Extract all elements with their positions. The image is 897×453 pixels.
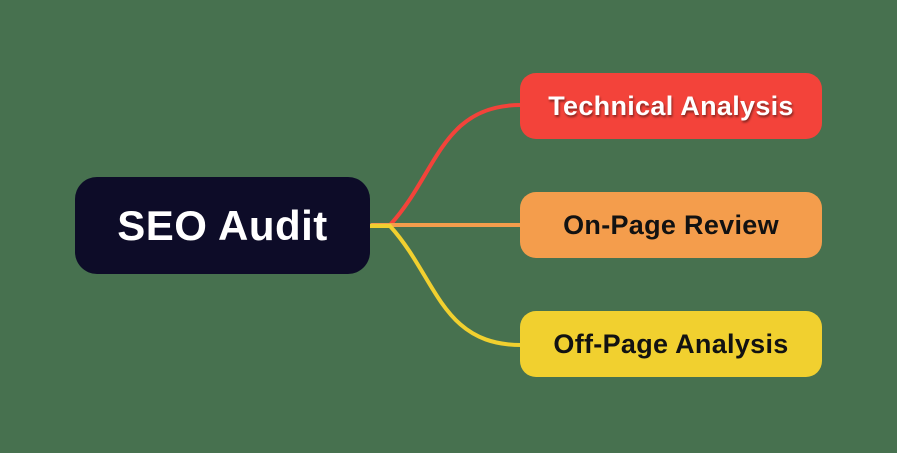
branch-node-label: Off-Page Analysis: [553, 328, 789, 359]
node-on-page-review[interactable]: On-Page Review: [520, 192, 822, 258]
branch-node-label: On-Page Review: [563, 209, 779, 240]
connector-off-page-analysis: [368, 224, 523, 347]
connector-technical-analysis: [388, 103, 523, 227]
node-off-page-analysis[interactable]: Off-Page Analysis: [520, 311, 822, 377]
node-seo-audit[interactable]: SEO Audit: [75, 177, 370, 274]
node-technical-analysis[interactable]: Technical Analysis: [520, 73, 822, 139]
root-node-label: SEO Audit: [117, 201, 328, 249]
branch-node-label: Technical Analysis: [548, 90, 794, 121]
